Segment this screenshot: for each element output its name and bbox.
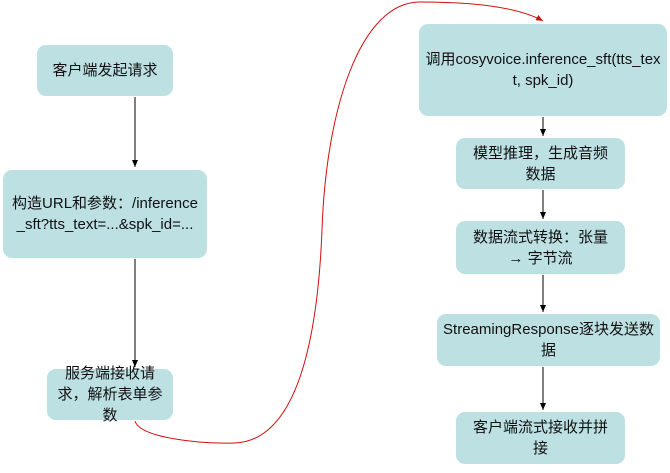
edge-receive-to-call <box>134 1 544 444</box>
node-call-inference: 调用cosyvoice.inference_sft(tts_text, spk_… <box>419 24 667 116</box>
node-stream-convert: 数据流式转换：张量 → 字节流 <box>456 221 625 274</box>
node-streaming-response: StreamingResponse逐块发送数据 <box>437 314 660 366</box>
node-build-url: 构造URL和参数：/inference_sft?tts_text=...&spk… <box>3 170 207 258</box>
node-model-infer: 模型推理，生成音频数据 <box>456 138 625 189</box>
node-server-receive: 服务端接收请求，解析表单参数 <box>47 365 173 424</box>
node-client-request: 客户端发起请求 <box>37 45 173 96</box>
node-client-stream: 客户端流式接收并拼接 <box>456 412 625 464</box>
